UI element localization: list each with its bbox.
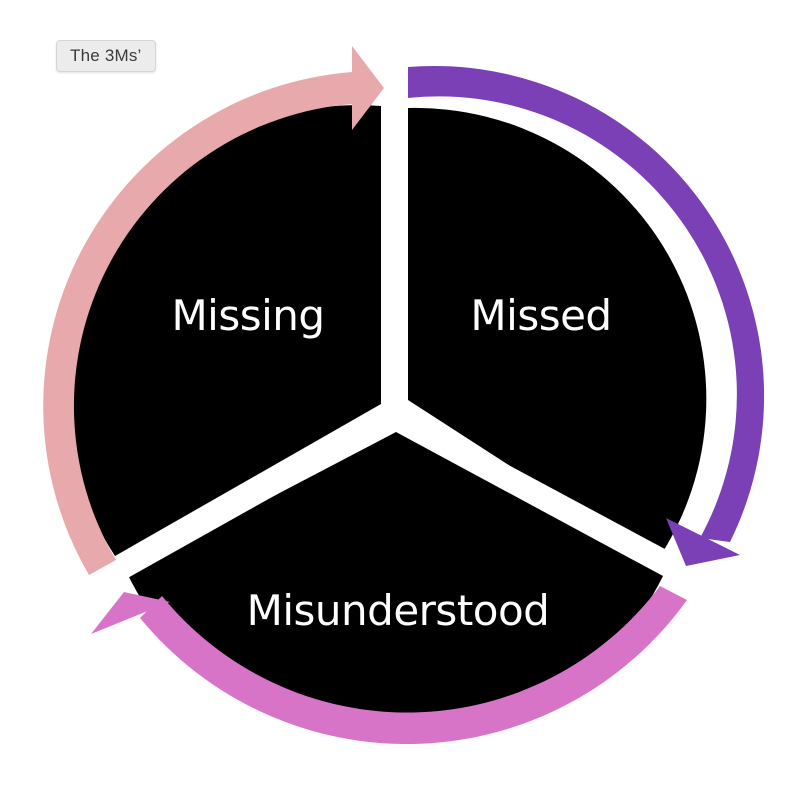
arrow-missing-band [43, 72, 352, 575]
segment-missed [408, 107, 707, 561]
arrow-misunderstood-band [140, 586, 687, 745]
arrow-misunderstood-head [91, 592, 170, 634]
segment-missing [67, 105, 382, 557]
arrow-missed-head [666, 518, 740, 566]
arrow-missing [43, 46, 384, 575]
divider-right [388, 406, 696, 585]
segment-label-missing: Missing [171, 291, 324, 340]
segment-label-missed: Missed [470, 291, 611, 340]
arrow-missed-band [408, 65, 765, 542]
arrow-misunderstood [91, 586, 687, 745]
arrow-missed [408, 65, 765, 566]
divider-left [92, 406, 400, 592]
diagram-title-tag: The 3Ms’ [56, 40, 156, 72]
segment-label-misunderstood: Misunderstood [247, 586, 550, 635]
diagram-title-text: The 3Ms’ [70, 46, 142, 65]
segment-dividers [92, 60, 696, 592]
arrow-missing-head [352, 46, 384, 130]
segment-misunderstood [127, 432, 663, 743]
